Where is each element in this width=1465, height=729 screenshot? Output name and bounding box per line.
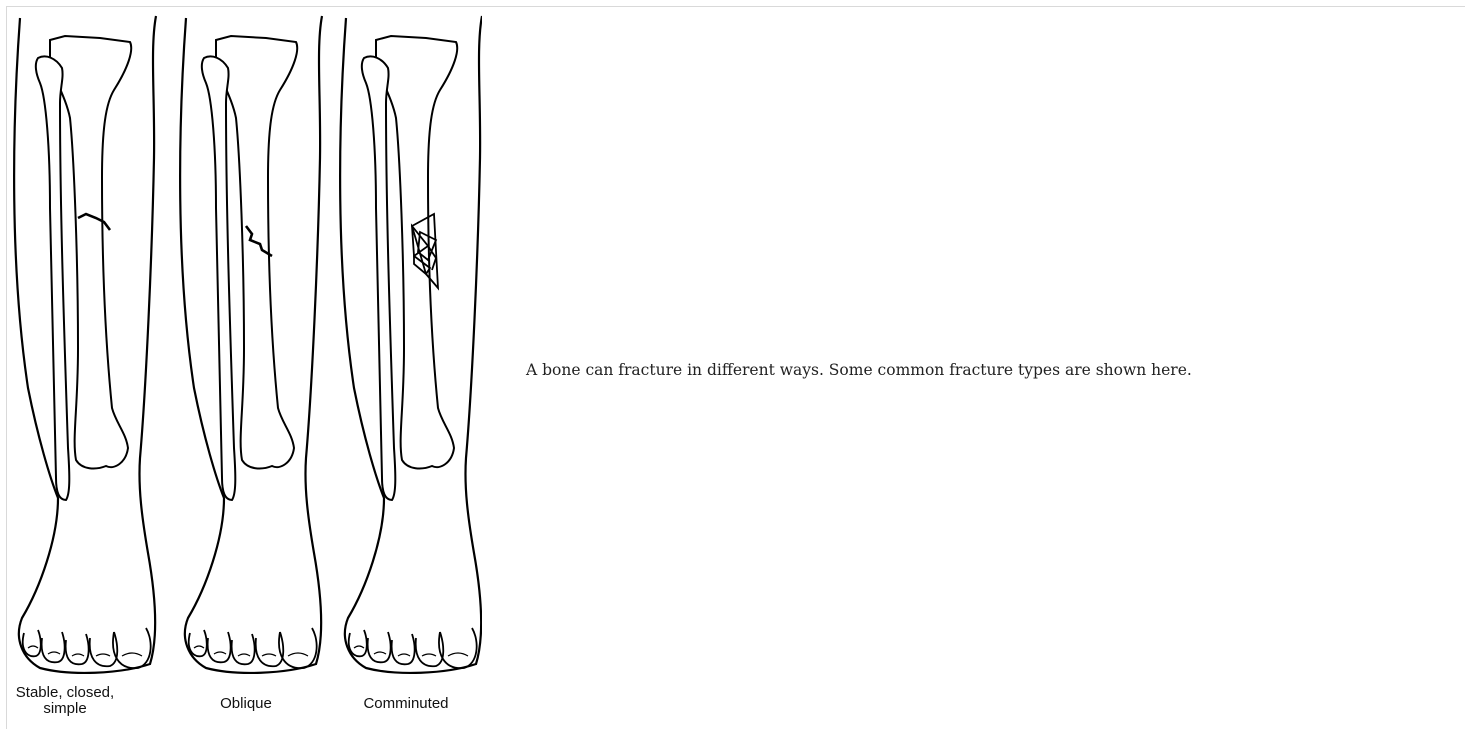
figure-description: A bone can fracture in different ways. S… — [526, 359, 1426, 381]
caption-stable-closed-simple: Stable, closed, simple — [10, 685, 120, 717]
caption-oblique: Oblique — [200, 696, 292, 712]
fracture-types-illustration: Stable, closed, simple Oblique Comminute… — [10, 8, 482, 723]
leg-stable-closed-simple — [14, 16, 156, 673]
leg-oblique — [180, 16, 322, 673]
leg-comminuted — [340, 16, 482, 673]
caption-comminuted: Comminuted — [346, 696, 466, 712]
leg-illustrations — [10, 8, 482, 723]
